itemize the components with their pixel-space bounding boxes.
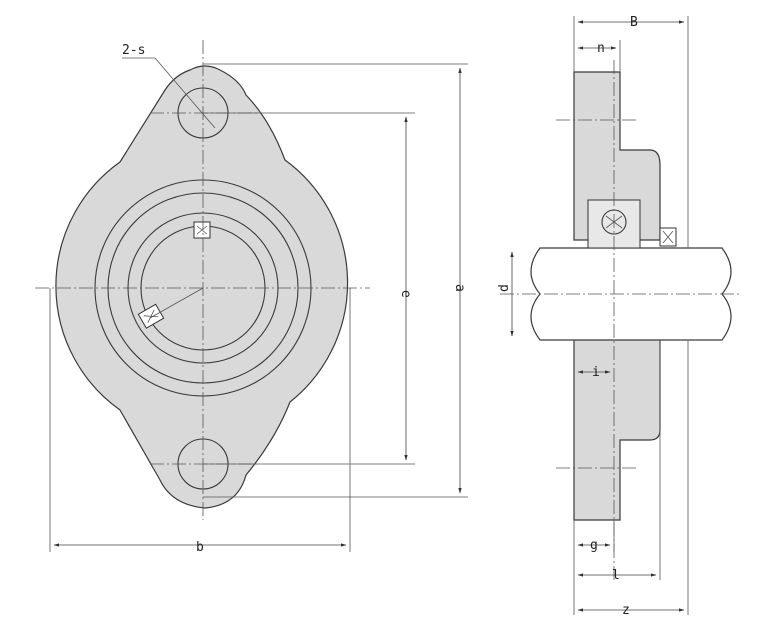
label-dim-e: e	[398, 290, 413, 298]
label-dim-b: b	[196, 540, 204, 555]
label-dim-B: B	[630, 15, 638, 30]
flange-plate-side	[573, 71, 661, 241]
label-dim-g: g	[590, 538, 598, 553]
dim-b	[49, 288, 351, 552]
label-dim-d: d	[497, 284, 512, 292]
label-dim-z: z	[622, 603, 630, 618]
shaft	[530, 247, 732, 341]
flange-housing	[55, 65, 349, 509]
front-view	[35, 40, 370, 520]
dim-e	[203, 112, 415, 465]
label-dim-l: l	[612, 568, 620, 583]
side-view	[500, 16, 740, 615]
label-dim-a: a	[452, 284, 467, 292]
label-bolt-holes: 2-s	[122, 43, 145, 58]
label-dim-n: n	[597, 41, 605, 56]
dim-a	[203, 63, 468, 498]
label-dim-i: i	[592, 365, 600, 380]
